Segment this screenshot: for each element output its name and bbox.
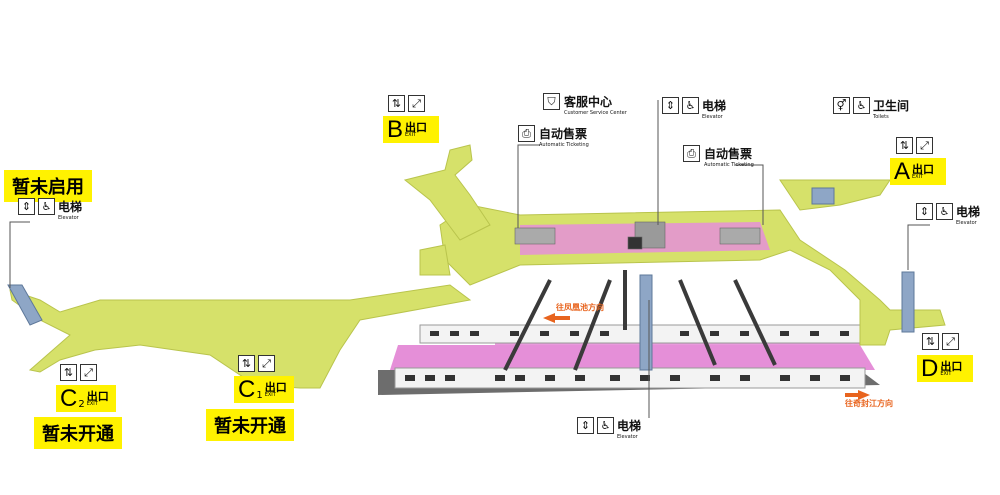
ticket-gates bbox=[514, 221, 761, 250]
wheelchair-icon: ♿ bbox=[853, 97, 870, 114]
service-desk-icon: ⛉ bbox=[543, 93, 560, 110]
escalator-icon: ⤢ bbox=[916, 137, 933, 154]
wheelchair-icon: ♿ bbox=[38, 198, 55, 215]
toilet-icon: ⚥ bbox=[833, 97, 850, 114]
leader-lines bbox=[9, 100, 930, 418]
wheelchair-icon: ♿ bbox=[597, 417, 614, 434]
direction-label-right: 往奇封江方向 bbox=[845, 399, 893, 408]
ticket-machine-icon: ⎙ bbox=[683, 145, 700, 162]
escalator-icon: ⤢ bbox=[408, 95, 425, 112]
direction-label-left: 往凤凰池方向 bbox=[556, 303, 604, 312]
exit-c2-sign: ⇅⤢ bbox=[60, 364, 97, 381]
elevator-icon: ⇕ bbox=[577, 417, 594, 434]
escalator-icon: ⇅ bbox=[388, 95, 405, 112]
wheelchair-icon: ♿ bbox=[682, 97, 699, 114]
elevator-icon: ⇕ bbox=[662, 97, 679, 114]
exit-d-sign: ⇅⤢ bbox=[922, 333, 959, 350]
exit-a-sign: ⇅⤢ bbox=[896, 137, 933, 154]
exit-b-sign: ⇅⤢ bbox=[388, 95, 425, 112]
not-in-use-banner: 暂未启用 bbox=[4, 170, 92, 202]
elevator-icon: ⇕ bbox=[18, 198, 35, 215]
elevator-icon: ⇕ bbox=[916, 203, 933, 220]
escalator-icon: ⤢ bbox=[942, 333, 959, 350]
escalator-icon: ⇅ bbox=[922, 333, 939, 350]
train-lower bbox=[394, 367, 866, 389]
ticket-machine-icon: ⎙ bbox=[518, 125, 535, 142]
c1-not-open-banner: 暂未开通 bbox=[206, 409, 294, 441]
wheelchair-icon: ♿ bbox=[936, 203, 953, 220]
c2-not-open-banner: 暂未开通 bbox=[34, 417, 122, 449]
escalator-icon: ⤢ bbox=[80, 364, 97, 381]
direction-arrows bbox=[543, 313, 870, 400]
escalator-icon: ⇅ bbox=[238, 355, 255, 372]
exit-c1-sign: ⇅⤢ bbox=[238, 355, 275, 372]
platform-floor bbox=[390, 345, 875, 370]
escalator-icon: ⇅ bbox=[896, 137, 913, 154]
escalator-icon: ⤢ bbox=[258, 355, 275, 372]
support-columns bbox=[503, 270, 777, 371]
escalator-icon: ⇅ bbox=[60, 364, 77, 381]
